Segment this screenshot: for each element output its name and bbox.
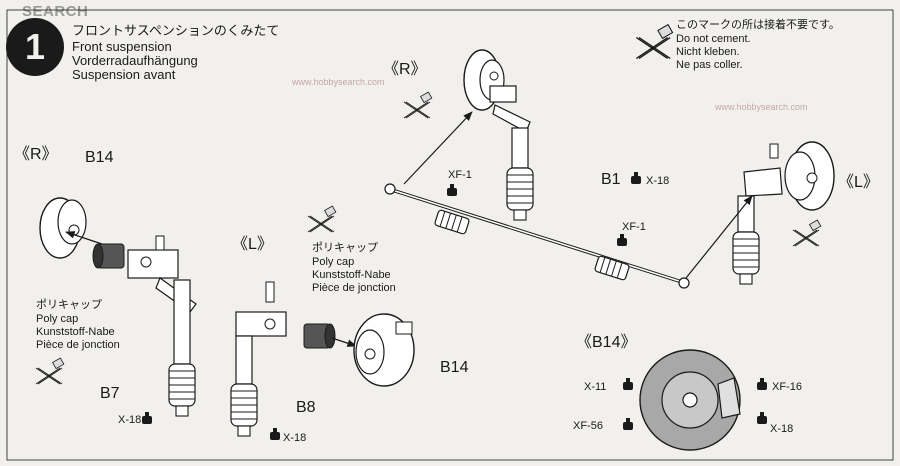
watermark-site-2: www.hobbysearch.com (715, 102, 808, 112)
hub-l-mid (353, 313, 415, 387)
step-number-badge: 1 (6, 18, 64, 76)
no-cement-icon-1 (403, 91, 433, 119)
polycap-left (92, 243, 125, 269)
callout-xf1-mid: XF-1 (622, 221, 646, 233)
arrow-tie-rod-l (685, 195, 753, 279)
paint-icon-xf16 (757, 378, 767, 390)
step-title-jp: フロントサスペンションのくみたて (72, 23, 280, 38)
paint-icon-x11 (623, 378, 633, 390)
watermark-site: www.hobbysearch.com (292, 77, 385, 87)
polycap-mid-de: Kunststoff-Nabe (312, 269, 391, 281)
upright-r-top (492, 104, 534, 221)
callout-b1-x18: X-18 (646, 175, 670, 187)
upright-b8 (230, 281, 287, 437)
no-cement-legend-icon (635, 23, 674, 60)
callout-xf56: XF-56 (573, 420, 603, 432)
tie-rod-b1 (384, 183, 690, 289)
callout-x11: X-11 (584, 381, 607, 393)
step-title-fr: Suspension avant (72, 67, 176, 82)
polycap-mid-jp: ポリキャップ (312, 242, 378, 254)
hub-r-top (463, 49, 517, 111)
upright-b7 (127, 235, 197, 417)
note-fr: Ne pas coller. (676, 59, 743, 71)
paint-icon-b1 (631, 172, 641, 184)
arrow-tie-rod-r (403, 111, 473, 185)
arrow-polycap-mid (331, 337, 357, 347)
paint-icon-xf1-top (447, 184, 457, 196)
paint-icon-xf56 (623, 418, 633, 430)
callout-xf1-top: XF-1 (448, 169, 472, 181)
no-cement-icon-3 (35, 357, 65, 385)
part-b1: B1 (601, 171, 621, 188)
polycap-left-fr: Pièce de jonction (36, 339, 120, 351)
polycap-mid (303, 323, 336, 349)
callout-d-x18: X-18 (770, 423, 794, 435)
callout-xf16: XF-16 (772, 381, 802, 393)
part-b14-top: B14 (85, 149, 114, 166)
no-cement-icon-2 (792, 219, 822, 247)
paint-icon-xf1-mid (617, 234, 627, 246)
label-r-left: 《R》 (14, 146, 58, 163)
label-l-mid: 《L》 (232, 236, 273, 253)
polycap-left-de: Kunststoff-Nabe (36, 326, 115, 338)
part-b7: B7 (100, 385, 120, 402)
polycap-left-en: Poly cap (36, 313, 79, 325)
note-de: Nicht kleben. (676, 46, 740, 58)
callout-b8-x18: X-18 (283, 432, 307, 444)
paint-icon-b8 (270, 428, 280, 440)
note-en: Do not cement. (676, 33, 751, 45)
step-title-de: Vorderradaufhängung (72, 53, 198, 68)
watermark-logo: SEARCH (22, 3, 89, 20)
paint-icon-x18 (757, 412, 767, 424)
no-cement-icon-4 (307, 205, 337, 233)
b14-detail-disc (639, 349, 741, 451)
page-border (6, 9, 894, 461)
polycap-mid-en: Poly cap (312, 256, 355, 268)
callout-b7-x18: X-18 (118, 414, 142, 426)
step-title-en: Front suspension (72, 39, 172, 54)
hub-r-left (39, 197, 87, 259)
part-b14-mid: B14 (440, 359, 469, 376)
label-r-top: 《R》 (383, 61, 427, 78)
paint-icon-b7 (142, 412, 152, 424)
label-b14-detail: 《B14》 (576, 334, 637, 351)
polycap-left-jp: ポリキャップ (36, 299, 102, 311)
hub-l-right (732, 141, 835, 285)
polycap-mid-fr: Pièce de jonction (312, 282, 396, 294)
part-b8: B8 (296, 399, 316, 416)
note-jp: このマークの所は接着不要です。 (676, 19, 840, 31)
label-l-right: 《L》 (838, 174, 879, 191)
